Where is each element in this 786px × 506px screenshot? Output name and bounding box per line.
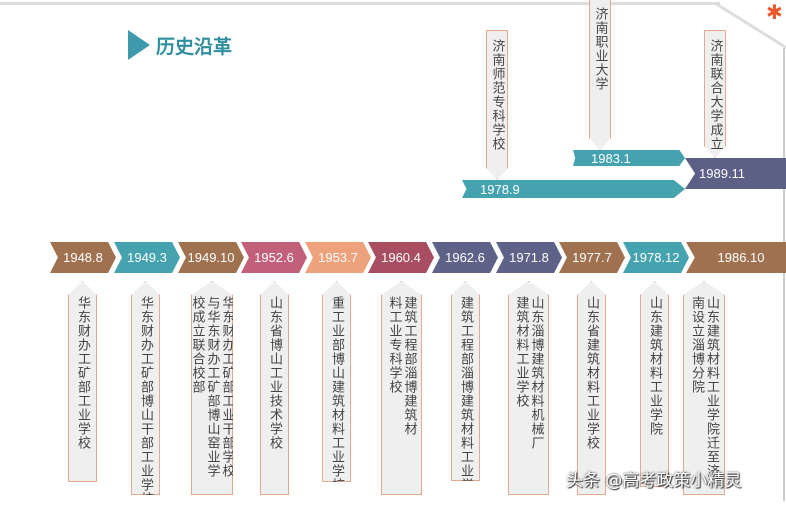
top-divider	[0, 2, 720, 5]
right-divider	[783, 48, 785, 501]
timeline-card-text: 山东建筑材料工业学院迁至济南设立淄博分院	[689, 296, 719, 478]
upper-card: 济南师范专科学校	[486, 30, 508, 180]
timeline-card: 山东建筑材料工业学院	[640, 281, 669, 487]
timeline-card: 山东建筑材料工业学院迁至济南设立淄博分院	[683, 281, 725, 495]
timeline-card-text: 建筑工程部淄博建筑材料工业专科学校	[386, 296, 417, 436]
timeline-card: 建筑工程部淄博建筑材料工业学校	[451, 281, 480, 481]
timeline-date-1949.3: 1949.3	[114, 242, 180, 273]
timeline-date-1962.6: 1962.6	[432, 242, 498, 273]
upper-card-text: 济南联合大学成立	[707, 39, 723, 151]
timeline-card-text: 华东财办工矿部工业干部学校与华东财办工矿部博山窑业学校成立联合校部	[189, 296, 235, 478]
timeline-card-text: 重工业部博山建筑材料工业学校	[329, 296, 344, 492]
timeline-card-text: 华东财办工矿部博山干部工业学校	[138, 296, 153, 506]
timeline-date-1953.7: 1953.7	[305, 242, 371, 273]
timeline-date-1960.4: 1960.4	[368, 242, 434, 273]
upper-date-1983.1: 1983.1	[573, 150, 685, 166]
timeline-date-1949.10: 1949.10	[178, 242, 244, 273]
timeline-card: 山东省建筑材料工业学校	[577, 281, 606, 495]
timeline-date-1978.12: 1978.12	[623, 242, 689, 273]
page-title: 历史沿革	[156, 35, 233, 58]
upper-card: 济南联合大学成立	[704, 30, 726, 158]
timeline-card: 华东财办工矿部工业学校	[68, 281, 97, 482]
upper-card-text: 济南职业大学	[592, 7, 608, 91]
timeline-card: 华东财办工矿部博山干部工业学校	[131, 281, 160, 495]
decoration-icon: ✱	[766, 0, 783, 24]
upper-card-text: 济南师范专科学校	[489, 39, 505, 151]
section-header: 历史沿革	[128, 30, 232, 60]
upper-date-1978.9: 1978.9	[462, 180, 685, 198]
timeline-card-text: 山东省博山工业技术学校	[267, 296, 282, 450]
timeline-date-1977.7: 1977.7	[559, 242, 625, 273]
timeline-card-text: 山东淄博建筑材料机械厂建筑材料工业学校	[513, 296, 544, 450]
timeline-card-text: 建筑工程部淄博建筑材料工业学校	[458, 296, 473, 506]
timeline-card: 华东财办工矿部工业干部学校与华东财办工矿部博山窑业学校成立联合校部	[191, 281, 233, 495]
upper-card: 济南职业大学	[589, 0, 611, 150]
timeline-card-text: 华东财办工矿部工业学校	[75, 296, 90, 450]
timeline-date-1948.8: 1948.8	[50, 242, 116, 273]
timeline-date-1952.6: 1952.6	[241, 242, 307, 273]
watermark: 头条 @高考政策小精灵	[566, 471, 742, 491]
timeline-card: 山东省博山工业技术学校	[260, 281, 289, 495]
timeline-date-1971.8: 1971.8	[496, 242, 562, 273]
timeline-card-text: 山东建筑材料工业学院	[647, 296, 662, 436]
timeline-card: 建筑工程部淄博建筑材料工业专科学校	[381, 281, 422, 495]
timeline-date-1986.10: 1986.10	[686, 242, 786, 273]
timeline-card: 重工业部博山建筑材料工业学校	[322, 281, 351, 482]
play-number-icon	[128, 30, 150, 60]
upper-date-1989.11: 1989.11	[685, 158, 786, 189]
timeline-card-text: 山东省建筑材料工业学校	[584, 296, 599, 450]
timeline-card: 山东淄博建筑材料机械厂建筑材料工业学校	[508, 281, 549, 495]
